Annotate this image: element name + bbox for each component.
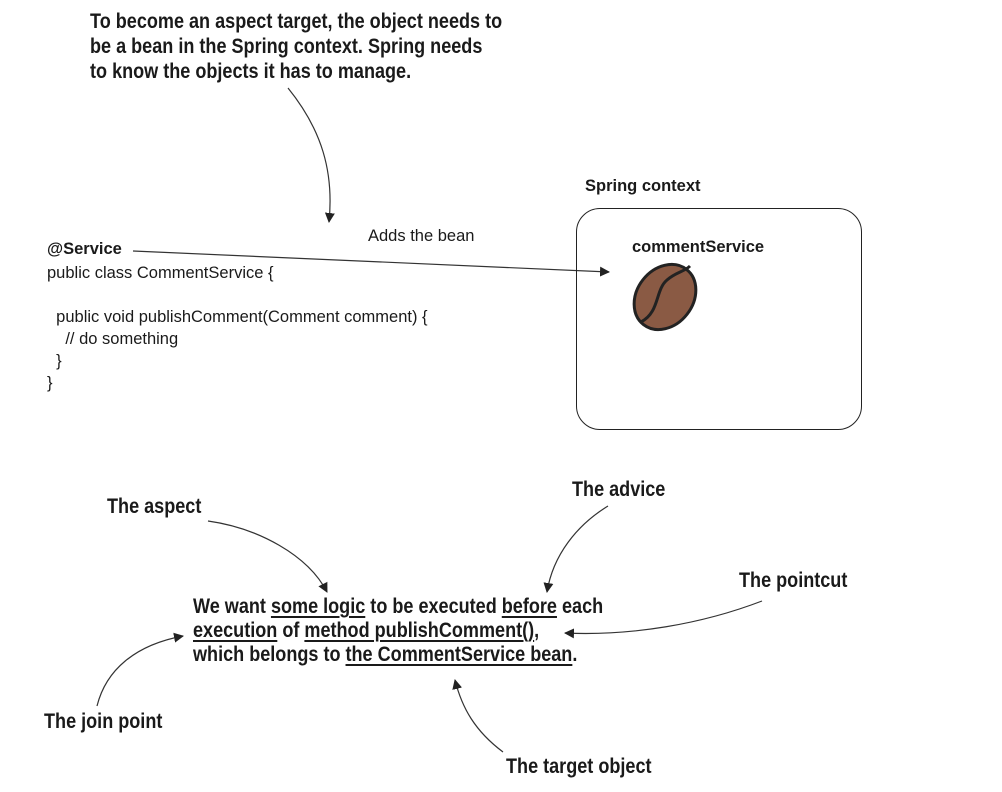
join-point-arrow: [96, 632, 184, 707]
aspect-arrow: [207, 520, 328, 593]
aop-sentence: We want some logic to be executed before…: [193, 595, 603, 667]
advice-arrow: [543, 505, 609, 593]
sentence-line2: execution of method publishComment(),: [193, 619, 603, 643]
code-line-method: public void publishComment(Comment comme…: [47, 308, 428, 326]
sentence-line1: We want some logic to be executed before…: [193, 595, 603, 619]
spring-context-box: [576, 208, 862, 430]
sentence-text: ,: [534, 619, 540, 642]
top-note-line1: To become an aspect target, the object n…: [90, 10, 503, 33]
top-note-line2: be a bean in the Spring context. Spring …: [90, 35, 483, 58]
top-note-line3: to know the objects it has to manage.: [90, 60, 412, 83]
bean-name-label: commentService: [632, 238, 765, 256]
advice-label: The advice: [572, 478, 666, 501]
top-note: To become an aspect target, the object n…: [90, 9, 502, 84]
target-object-phrase: the CommentService bean: [345, 643, 573, 666]
join-point-label: The join point: [44, 710, 163, 733]
aspect-label: The aspect: [107, 495, 202, 518]
sentence-text: of: [277, 619, 305, 642]
code-line-close-class: }: [47, 374, 53, 392]
sentence-text: which belongs to: [193, 643, 346, 666]
pointcut-label: The pointcut: [739, 569, 848, 592]
spring-context-title: Spring context: [585, 177, 701, 195]
sentence-text: We want: [193, 595, 271, 618]
code-line-comment: // do something: [47, 330, 179, 348]
target-object-arrow: [452, 679, 504, 753]
coffee-bean-icon: [632, 262, 698, 332]
target-object-label: The target object: [506, 755, 652, 778]
sentence-text: to be executed: [365, 595, 502, 618]
join-point-phrase: execution: [193, 619, 278, 642]
code-line-close-method: }: [47, 352, 62, 370]
sentence-text: .: [572, 643, 578, 666]
sentence-line3: which belongs to the CommentService bean…: [193, 643, 603, 667]
code-annotation: @Service: [47, 240, 122, 258]
adds-bean-arrow: [132, 250, 610, 277]
aspect-phrase: some logic: [270, 595, 366, 618]
advice-phrase: before: [501, 595, 557, 618]
sentence-text: each: [556, 595, 604, 618]
note-arrow: [287, 87, 335, 223]
pointcut-phrase: method publishComment(): [304, 619, 535, 642]
adds-bean-label: Adds the bean: [368, 227, 475, 245]
code-line-class: public class CommentService {: [47, 264, 274, 282]
pointcut-arrow: [564, 600, 763, 639]
